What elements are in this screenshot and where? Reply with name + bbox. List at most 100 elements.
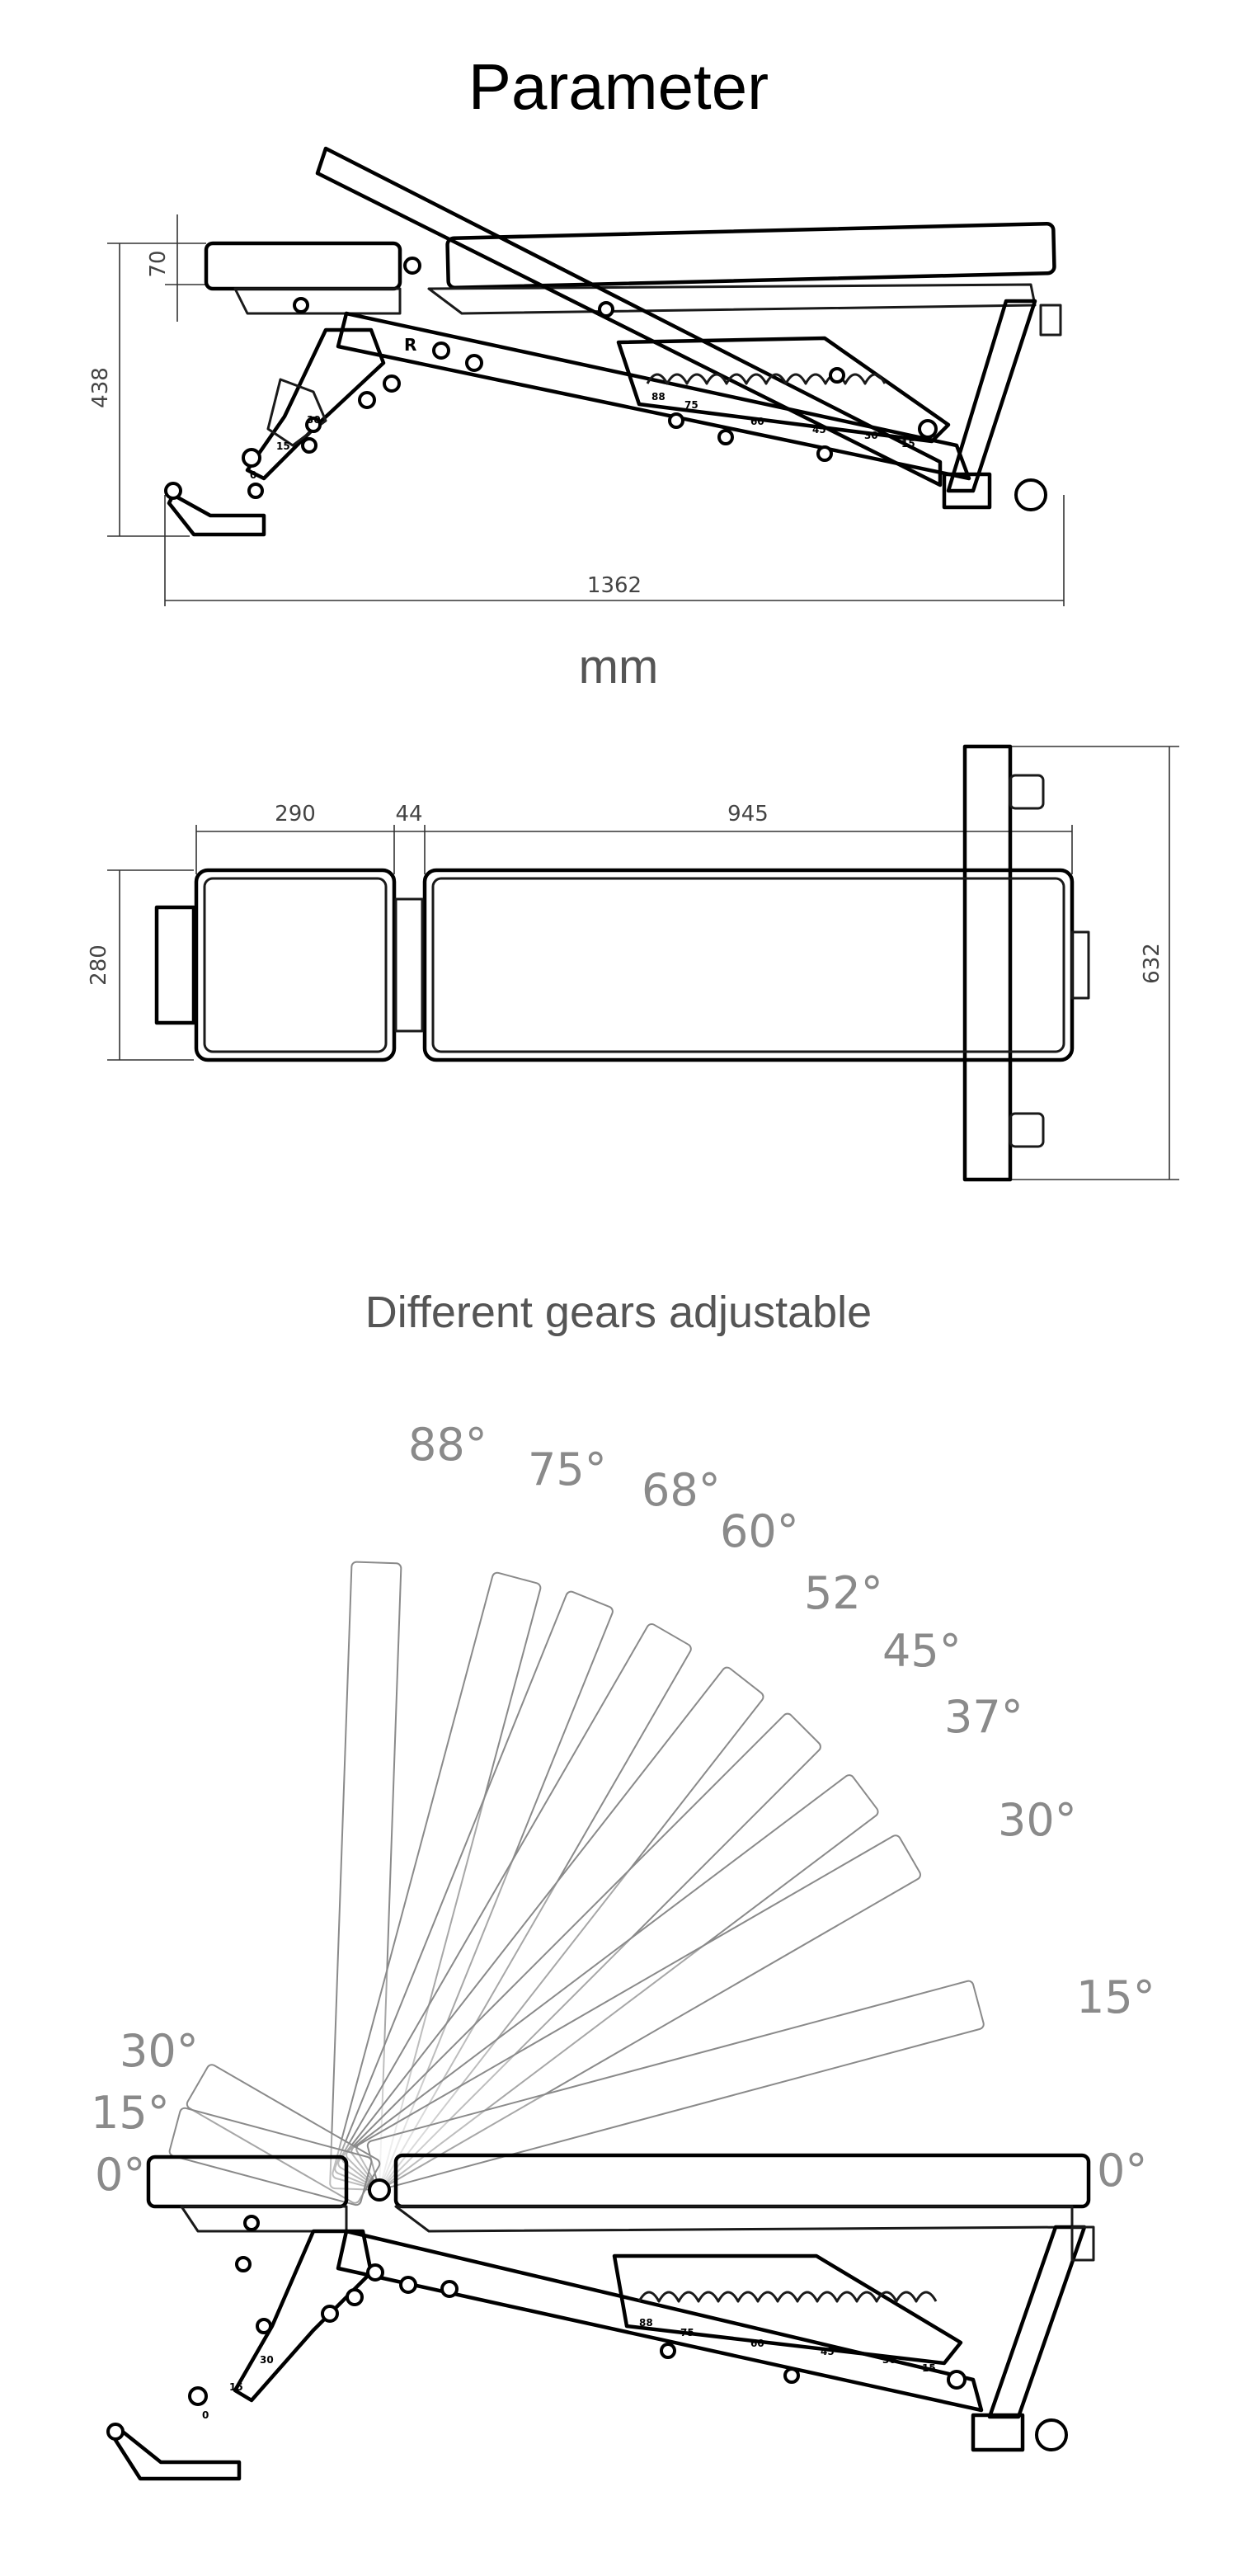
back-pad-ghost-2: [334, 1590, 614, 2190]
main-rail: [315, 146, 943, 487]
pivot-hole: [918, 419, 938, 439]
frame-hole: [358, 391, 376, 409]
slot-label: 0: [202, 2409, 209, 2421]
angle-label-15: 15°: [1076, 1971, 1155, 2023]
pivot-hole: [816, 445, 833, 462]
dim-total-length-label: 1362: [587, 573, 642, 598]
seat-hole: [256, 2318, 272, 2334]
frame-hole: [660, 2343, 676, 2359]
seat-hole: [301, 437, 317, 454]
dimension-base-width: 632: [1010, 746, 1179, 1180]
dimension-width: 280: [87, 869, 194, 1061]
frame-hole: [947, 2370, 967, 2390]
angle-label-68: 68°: [642, 1464, 721, 1516]
back-pad-inner: [431, 877, 1065, 1053]
wheel: [1035, 2418, 1068, 2451]
back-pad-ghost-5: [346, 1712, 821, 2189]
seat-slot-labels: 30 15 0: [202, 2354, 274, 2421]
slot-label: 30: [864, 430, 878, 441]
angle-label-88: 88°: [408, 1419, 487, 1471]
slot-label: 15: [229, 2381, 243, 2393]
slot-label: 15: [901, 438, 915, 450]
angle-label-37: 37°: [944, 1691, 1023, 1743]
rear-foot: [971, 2413, 1025, 2452]
angle-label-75: 75°: [528, 1443, 607, 1495]
frame-hole: [366, 2263, 384, 2282]
slot-label: 88: [639, 2317, 653, 2329]
leg-roller-handle: [154, 905, 196, 1025]
back-pad-ghost-4: [341, 1666, 764, 2189]
seat-hole: [235, 2256, 252, 2272]
back-subframe: [427, 283, 1037, 315]
seat-pad-inner: [203, 877, 388, 1053]
page-title: Parameter: [468, 50, 769, 123]
pivot-hole: [717, 429, 734, 445]
wheel: [1014, 478, 1047, 511]
slot-label: 30: [882, 2354, 896, 2366]
dim-width-label: 280: [87, 944, 111, 986]
rear-handle: [1039, 304, 1062, 337]
rear-foot: [942, 472, 992, 510]
slot-label: 45: [812, 424, 826, 436]
frame-hole: [440, 2280, 459, 2298]
seat-pivot: [242, 448, 261, 468]
seat-hole: [247, 483, 264, 499]
back-pad-ghost-3: [337, 1623, 692, 2189]
frame-hole: [346, 2288, 364, 2306]
slot-label: 75: [684, 399, 698, 411]
seat-angle-labels: 30° 15° 0°: [91, 2025, 199, 2201]
back-pad-ghost-0: [329, 1561, 402, 2191]
main-rail-frame: [336, 311, 971, 481]
slot-label: 88: [651, 391, 666, 403]
front-plate: [245, 327, 386, 481]
seat-slot-labels: 30 15 0: [250, 414, 321, 481]
angle-label-52: 52°: [804, 1567, 883, 1619]
back-pad: [445, 221, 1056, 290]
slot-label: 75: [680, 2327, 694, 2338]
back-ladder-notches: [646, 373, 887, 385]
front-plate: [233, 2229, 374, 2403]
dim-gap-label: 44: [395, 802, 422, 826]
frame-hole: [293, 297, 309, 313]
foot-hole: [106, 2423, 125, 2441]
angle-label-back-0: 0°: [1097, 2145, 1147, 2197]
angle-label-30: 30°: [998, 1794, 1077, 1846]
main-hinge: [368, 2178, 391, 2202]
seat-subframe: [233, 287, 402, 315]
back-pad-ghost-8: [366, 1980, 985, 2190]
pivot-hole: [668, 412, 684, 429]
back-pad-top: [422, 868, 1075, 1062]
seat-angle-label-0: 0°: [95, 2149, 145, 2201]
dimension-seat-length: 290: [195, 802, 395, 874]
main-rail-frame: [336, 2229, 984, 2413]
back-slot-labels: 88 75 60 45 30 15: [639, 2317, 936, 2374]
rear-handle: [1070, 2225, 1095, 2262]
slot-label: 60: [750, 416, 764, 427]
seat-hole: [305, 417, 322, 433]
rear-base-bar: [962, 744, 1013, 1182]
back-angle-labels: 88° 75° 68° 60° 52° 45° 37° 30° 15° 0°: [408, 1419, 1155, 2197]
frame-hole: [783, 2367, 800, 2384]
bench-side-view-drawing: 70 438 1362 88 75 60 45 30 15 R: [88, 146, 1065, 606]
front-foot: [167, 492, 266, 537]
rear-wheel-top: [1009, 774, 1045, 810]
seat-pad-top: [194, 868, 397, 1062]
seat-angle-label-15: 15°: [91, 2087, 170, 2139]
dim-base-width-label: 632: [1140, 943, 1164, 984]
logo-mark: R: [404, 335, 416, 355]
rear-wheel-bottom: [1009, 1112, 1045, 1148]
rear-leg: [987, 2225, 1087, 2419]
back-ladder-notches: [637, 2291, 938, 2303]
bench-top-view-drawing: 290 44 945 280 632: [87, 744, 1179, 1182]
seat-pad: [204, 241, 402, 291]
unit-label: mm: [578, 640, 659, 694]
frame-hole: [383, 374, 401, 393]
gear-angles-drawing: 88° 75° 68° 60° 52° 45° 37° 30° 15° 0° 3…: [91, 1419, 1155, 2481]
back-ladder-bracket: [612, 2253, 963, 2366]
dim-total-height-label: 438: [88, 367, 113, 408]
slot-label: 0: [250, 469, 256, 481]
seat-hole: [243, 2215, 260, 2231]
slot-label: 15: [276, 440, 290, 452]
dimension-back-length: 945: [425, 802, 1073, 874]
seat-hole: [188, 2386, 208, 2406]
